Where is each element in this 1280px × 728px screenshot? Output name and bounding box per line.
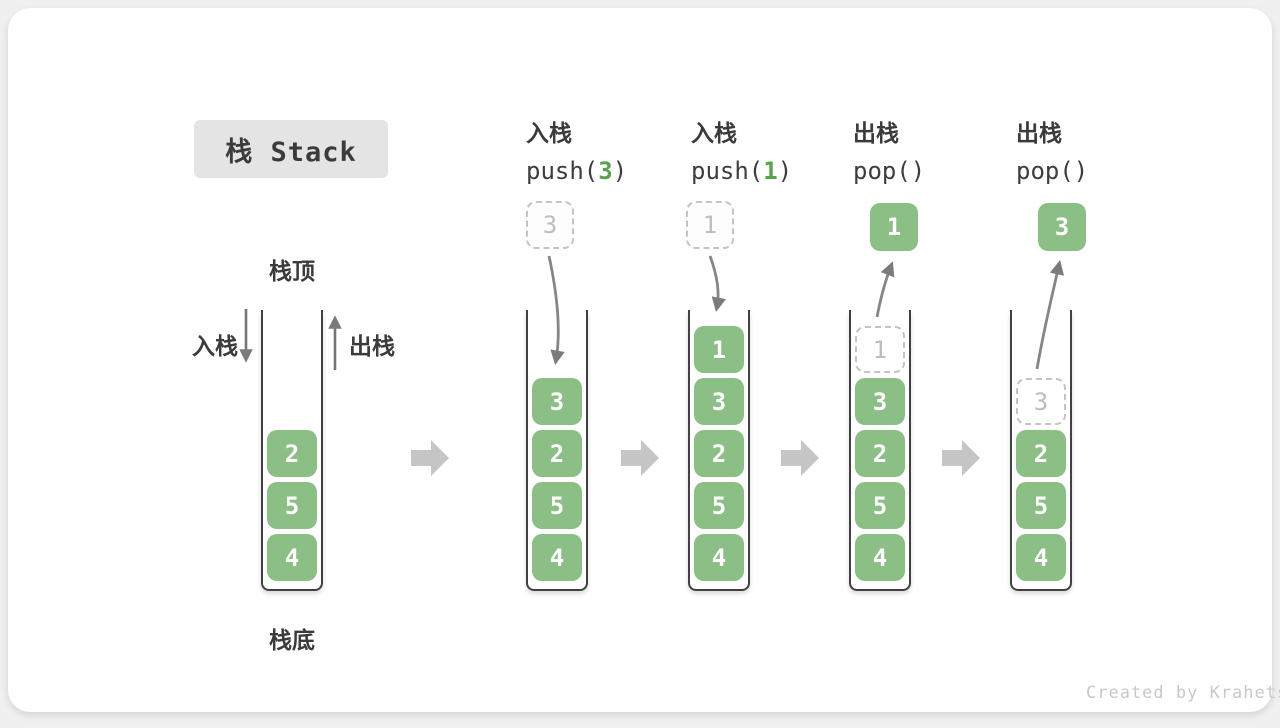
stack-container-4: 1 3 2 5 4 bbox=[849, 310, 911, 591]
element-value: 3 bbox=[1054, 213, 1070, 241]
element-value: 3 bbox=[549, 387, 565, 416]
element-value: 5 bbox=[549, 491, 565, 520]
element-value: 4 bbox=[1033, 543, 1049, 572]
stack-element: 5 bbox=[267, 482, 317, 529]
stack-element: 4 bbox=[1016, 534, 1066, 581]
element-value: 5 bbox=[284, 491, 300, 520]
operation-title: 入栈 bbox=[526, 120, 572, 146]
operation-code: push(3) bbox=[526, 157, 627, 185]
code-text: push( bbox=[526, 157, 599, 185]
element-value: 2 bbox=[872, 439, 888, 468]
stack-element: 2 bbox=[694, 430, 744, 477]
element-value: 2 bbox=[549, 439, 565, 468]
element-value: 2 bbox=[1033, 439, 1049, 468]
arrows-overlay bbox=[239, 255, 1065, 476]
element-value: 1 bbox=[872, 335, 888, 364]
push-in-arrow-icon bbox=[708, 255, 726, 312]
code-arg: 3 bbox=[598, 157, 613, 185]
step-arrow-icon bbox=[411, 440, 449, 476]
stack-top-label: 栈顶 bbox=[269, 258, 315, 284]
operation-code: pop() bbox=[1016, 157, 1088, 185]
element-value: 5 bbox=[711, 491, 727, 520]
diagram-card: 栈 Stack 栈顶 栈底 入栈 出栈 入栈 push(3) 入栈 push(1… bbox=[8, 8, 1280, 712]
element-value: 4 bbox=[711, 543, 727, 572]
element-value: 4 bbox=[549, 543, 565, 572]
push-side-label: 入栈 bbox=[192, 333, 238, 359]
code-text: pop( bbox=[853, 157, 911, 185]
watermark-credit: Created by Krahets bbox=[1086, 683, 1280, 703]
code-text: ) bbox=[910, 157, 926, 185]
stack-container-2: 3 2 5 4 bbox=[526, 310, 588, 591]
operation-pop-2: 出栈 pop() bbox=[1016, 114, 1088, 185]
element-value: 3 bbox=[1033, 387, 1049, 416]
popped-element-3: 3 bbox=[1038, 203, 1086, 251]
element-value: 1 bbox=[886, 213, 902, 241]
operation-code: push(1) bbox=[691, 157, 792, 185]
stack-element: 3 bbox=[532, 378, 582, 425]
operation-pop-1: 出栈 pop() bbox=[853, 114, 925, 185]
element-value: 3 bbox=[542, 211, 558, 239]
stack-element: 5 bbox=[694, 482, 744, 529]
stack-element: 4 bbox=[532, 534, 582, 581]
code-text: ) bbox=[1073, 157, 1089, 185]
stack-element: 4 bbox=[694, 534, 744, 581]
stack-container-1: 2 5 4 bbox=[261, 310, 323, 591]
element-value: 3 bbox=[872, 387, 888, 416]
element-value: 1 bbox=[711, 335, 727, 364]
stack-container-5: 3 2 5 4 bbox=[1010, 310, 1072, 591]
operation-code: pop() bbox=[853, 157, 925, 185]
code-arg: 1 bbox=[763, 157, 778, 185]
stack-element: 2 bbox=[267, 430, 317, 477]
stack-element: 3 bbox=[694, 378, 744, 425]
operation-title: 出栈 bbox=[1016, 120, 1062, 146]
element-value: 2 bbox=[284, 439, 300, 468]
title-label: 栈 Stack bbox=[225, 136, 357, 168]
operation-push-1: 入栈 push(1) bbox=[691, 114, 792, 185]
removed-element-slot: 3 bbox=[1016, 378, 1066, 425]
code-text: push( bbox=[691, 157, 764, 185]
element-value: 3 bbox=[711, 387, 727, 416]
code-text: ) bbox=[612, 157, 628, 185]
stack-element: 3 bbox=[855, 378, 905, 425]
code-text: ) bbox=[777, 157, 793, 185]
stack-element: 5 bbox=[532, 482, 582, 529]
removed-element-slot: 1 bbox=[855, 326, 905, 373]
stack-element: 2 bbox=[855, 430, 905, 477]
operation-title: 入栈 bbox=[691, 120, 737, 146]
operation-title: 出栈 bbox=[853, 120, 899, 146]
stack-element: 1 bbox=[694, 326, 744, 373]
stack-element: 4 bbox=[855, 534, 905, 581]
incoming-element-1: 1 bbox=[686, 201, 734, 249]
stack-bottom-label: 栈底 bbox=[269, 627, 315, 653]
operation-push-3: 入栈 push(3) bbox=[526, 114, 627, 185]
element-value: 2 bbox=[711, 439, 727, 468]
incoming-element-3: 3 bbox=[526, 201, 574, 249]
element-value: 4 bbox=[872, 543, 888, 572]
stack-element: 5 bbox=[855, 482, 905, 529]
element-value: 5 bbox=[872, 491, 888, 520]
stack-element: 5 bbox=[1016, 482, 1066, 529]
stack-element: 2 bbox=[532, 430, 582, 477]
element-value: 5 bbox=[1033, 491, 1049, 520]
popped-element-1: 1 bbox=[870, 203, 918, 251]
step-arrow-icon bbox=[781, 440, 819, 476]
pop-side-label: 出栈 bbox=[349, 333, 395, 359]
code-text: pop( bbox=[1016, 157, 1074, 185]
element-value: 4 bbox=[284, 543, 300, 572]
stack-element: 2 bbox=[1016, 430, 1066, 477]
stack-container-3: 1 3 2 5 4 bbox=[688, 310, 750, 591]
element-value: 1 bbox=[702, 211, 718, 239]
step-arrow-icon bbox=[942, 440, 980, 476]
stack-element: 4 bbox=[267, 534, 317, 581]
title-badge: 栈 Stack bbox=[194, 120, 388, 178]
step-arrow-icon bbox=[621, 440, 659, 476]
